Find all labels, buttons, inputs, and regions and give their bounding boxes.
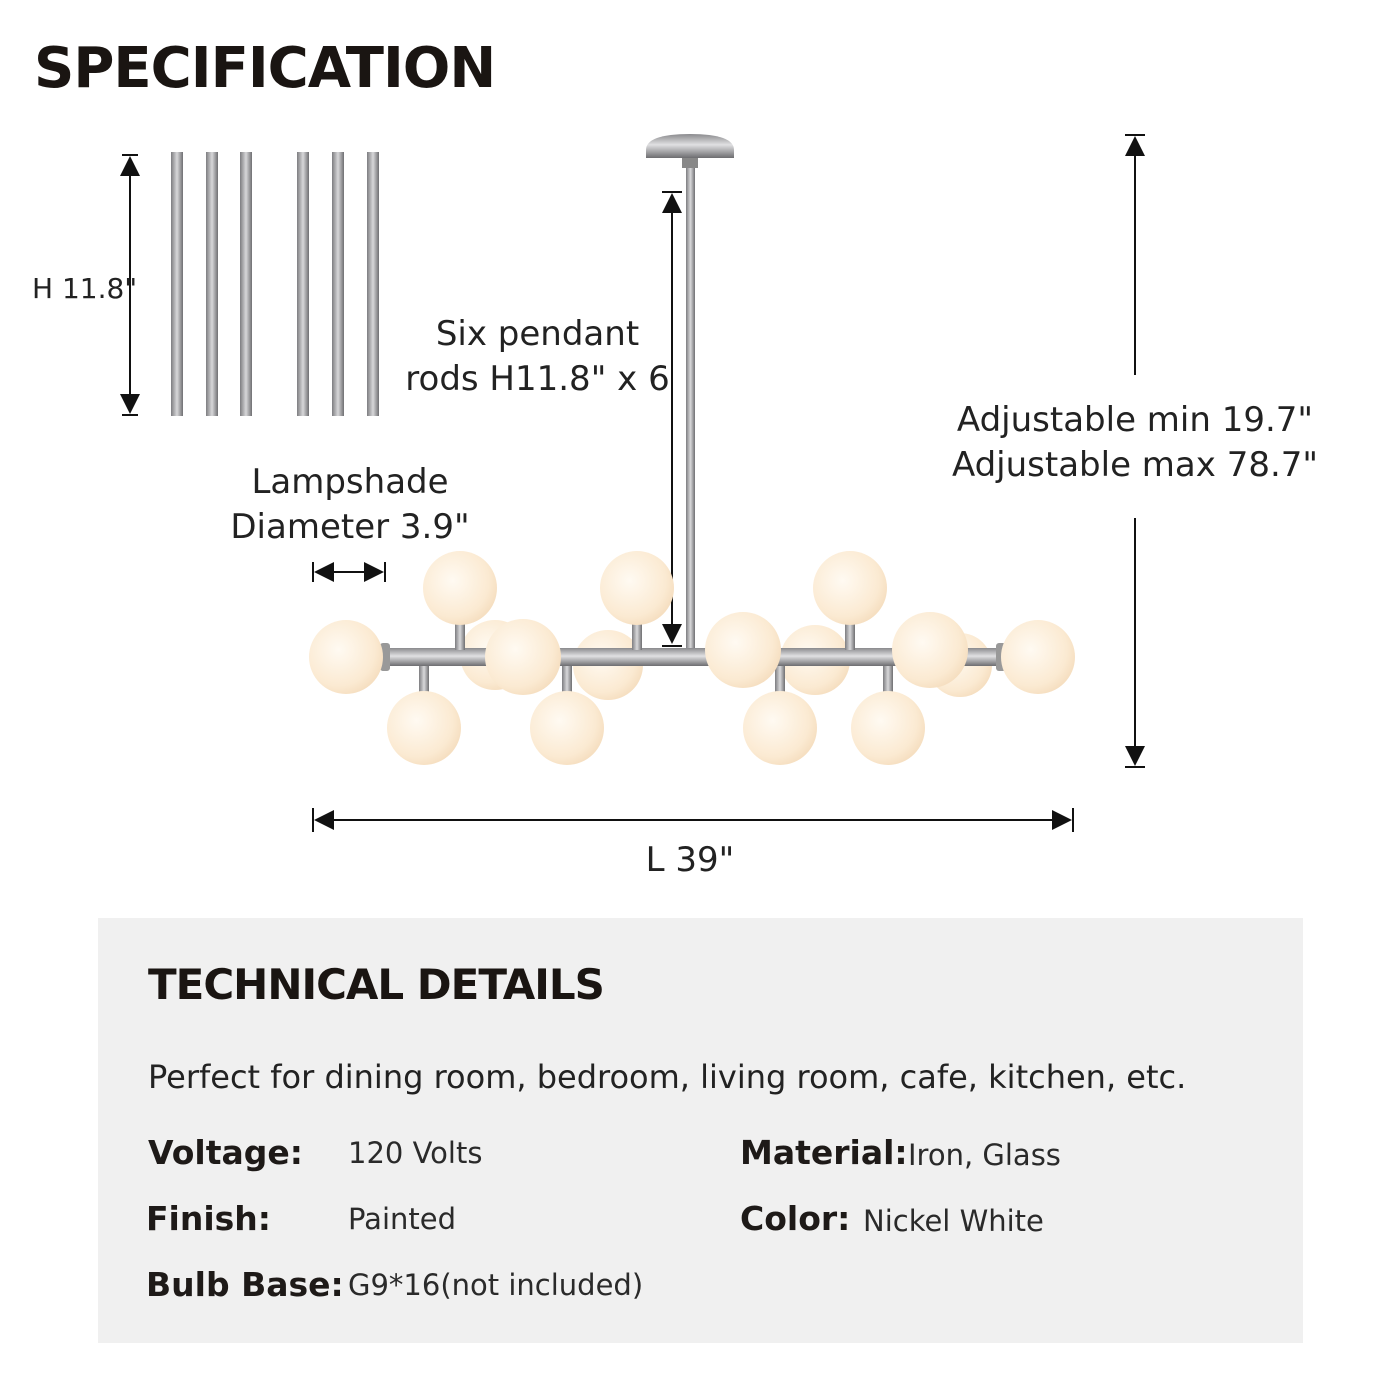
rod-4 [297,152,309,416]
technical-details-panel: TECHNICAL DETAILS Perfect for dining roo… [98,918,1303,1343]
spec-key-material: Material: [740,1133,908,1172]
spec-value-finish: Painted [348,1202,457,1236]
rods-line-1: Six pendant [435,314,640,354]
spec-key-voltage: Voltage: [148,1133,303,1172]
rod-3 [240,152,252,416]
lampshade-line-1: Lampshade [251,462,449,502]
adjustable-label: Adjustable min 19.7" Adjustable max 78.7… [930,398,1340,488]
rod-5 [332,152,344,416]
length-label: L 39" [645,840,735,880]
lampshade-line-2: Diameter 3.9" [230,507,470,547]
spec-key-color: Color: [740,1199,851,1238]
page-title: SPECIFICATION [34,36,496,101]
rod-2 [206,152,218,416]
rods-line-2: rods H11.8" x 6 [405,359,670,399]
pendant-rods [171,152,379,416]
spec-value-color: Nickel White [863,1204,1044,1238]
technical-description: Perfect for dining room, bedroom, living… [148,1058,1187,1096]
spec-key-finish: Finish: [146,1199,271,1238]
spec-value-material: Iron, Glass [908,1138,1061,1172]
lampshade-label: Lampshade Diameter 3.9" [215,460,485,550]
adjustable-min: Adjustable min 19.7" [956,400,1314,440]
technical-details-title: TECHNICAL DETAILS [148,960,605,1009]
chandelier-diagram [120,134,1145,832]
spec-key-bulb-base: Bulb Base: [146,1265,344,1304]
rods-description: Six pendant rods H11.8" x 6 [405,312,670,402]
rod-height-label: H 11.8" [32,272,138,305]
adjustable-max: Adjustable max 78.7" [951,445,1319,485]
spec-value-voltage: 120 Volts [348,1136,483,1170]
rod-1 [171,152,183,416]
rod-6 [367,152,379,416]
spec-value-bulb-base: G9*16(not included) [348,1268,644,1302]
chandelier [309,134,1075,765]
